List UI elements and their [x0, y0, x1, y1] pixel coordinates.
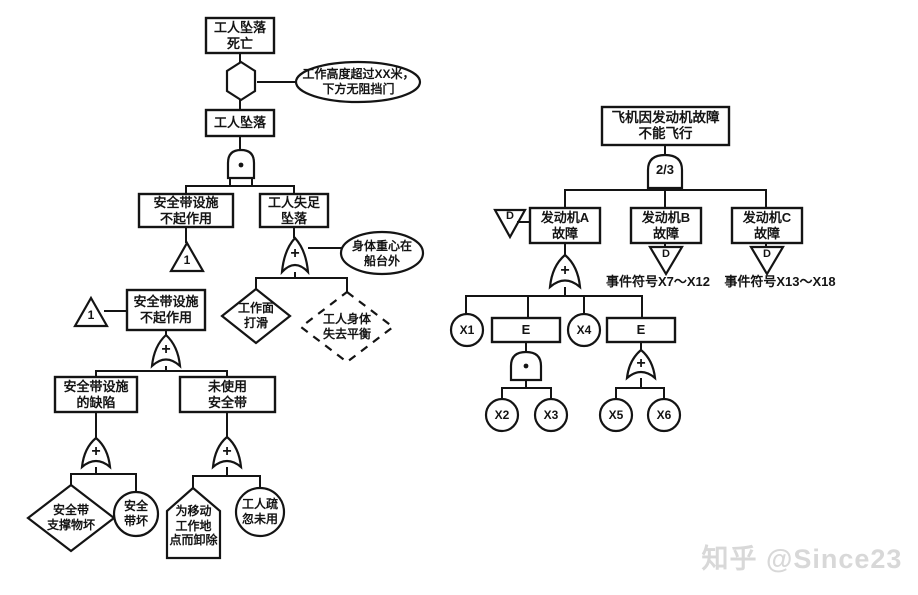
transfer-triangle-d-a [493, 208, 527, 240]
event-box-engine-c [730, 206, 804, 245]
event-box-worker-misstep [258, 192, 330, 229]
diamond-support-broken [26, 483, 116, 553]
basic-event-belt-broken [112, 490, 160, 538]
diamond-lose-balance-dashed [299, 290, 395, 364]
event-box-belt-unused [178, 375, 277, 414]
or-gate-engine-a [548, 253, 582, 290]
event-box-engine-a [528, 206, 602, 245]
and-gate-main [226, 148, 256, 180]
event-box-e1 [490, 316, 562, 344]
condition-oval-work-height [294, 60, 422, 104]
basic-event-x3 [533, 397, 569, 433]
and-gate-e1-dot [523, 363, 529, 369]
event-box-engine-b [629, 206, 703, 245]
watermark-zhihu: 知乎 @Since23 [701, 543, 903, 574]
and-gate-e1 [509, 350, 543, 382]
connector-lines-left-tree [70, 53, 348, 492]
house-removed-for-move [165, 486, 222, 560]
transfer-triangle-1b [73, 295, 109, 328]
or-gate-defect [80, 436, 112, 470]
basic-event-x5 [598, 397, 634, 433]
event-box-belt-ineffective [137, 192, 235, 229]
or-gate-unused [211, 435, 243, 470]
basic-event-x2 [484, 397, 520, 433]
transfer-triangle-d-c [749, 245, 785, 277]
transfer-triangle-1a [169, 240, 205, 273]
or-gate-misstep [280, 236, 310, 276]
and-gate-dot [238, 162, 244, 168]
event-box-aircraft-top [600, 105, 731, 147]
basic-event-x1 [449, 312, 485, 348]
condition-oval-gravity [339, 230, 425, 276]
event-box-worker-fall-death [204, 16, 276, 55]
or-gate-belt [150, 333, 182, 369]
event-box-e2 [605, 316, 677, 344]
event-box-worker-fall [204, 108, 276, 138]
inhibit-hexagon [225, 60, 257, 102]
or-gate-e2 [625, 348, 657, 381]
basic-event-worker-neglect [234, 486, 286, 538]
transfer-triangle-d-b [648, 245, 684, 277]
vote-gate-2of3 [646, 153, 684, 190]
event-box-belt-defect [53, 375, 139, 414]
diamond-surface-slip [220, 287, 292, 345]
event-box-belt-ineffective-2 [125, 288, 207, 332]
basic-event-x6 [646, 397, 682, 433]
basic-event-x4 [566, 312, 602, 348]
